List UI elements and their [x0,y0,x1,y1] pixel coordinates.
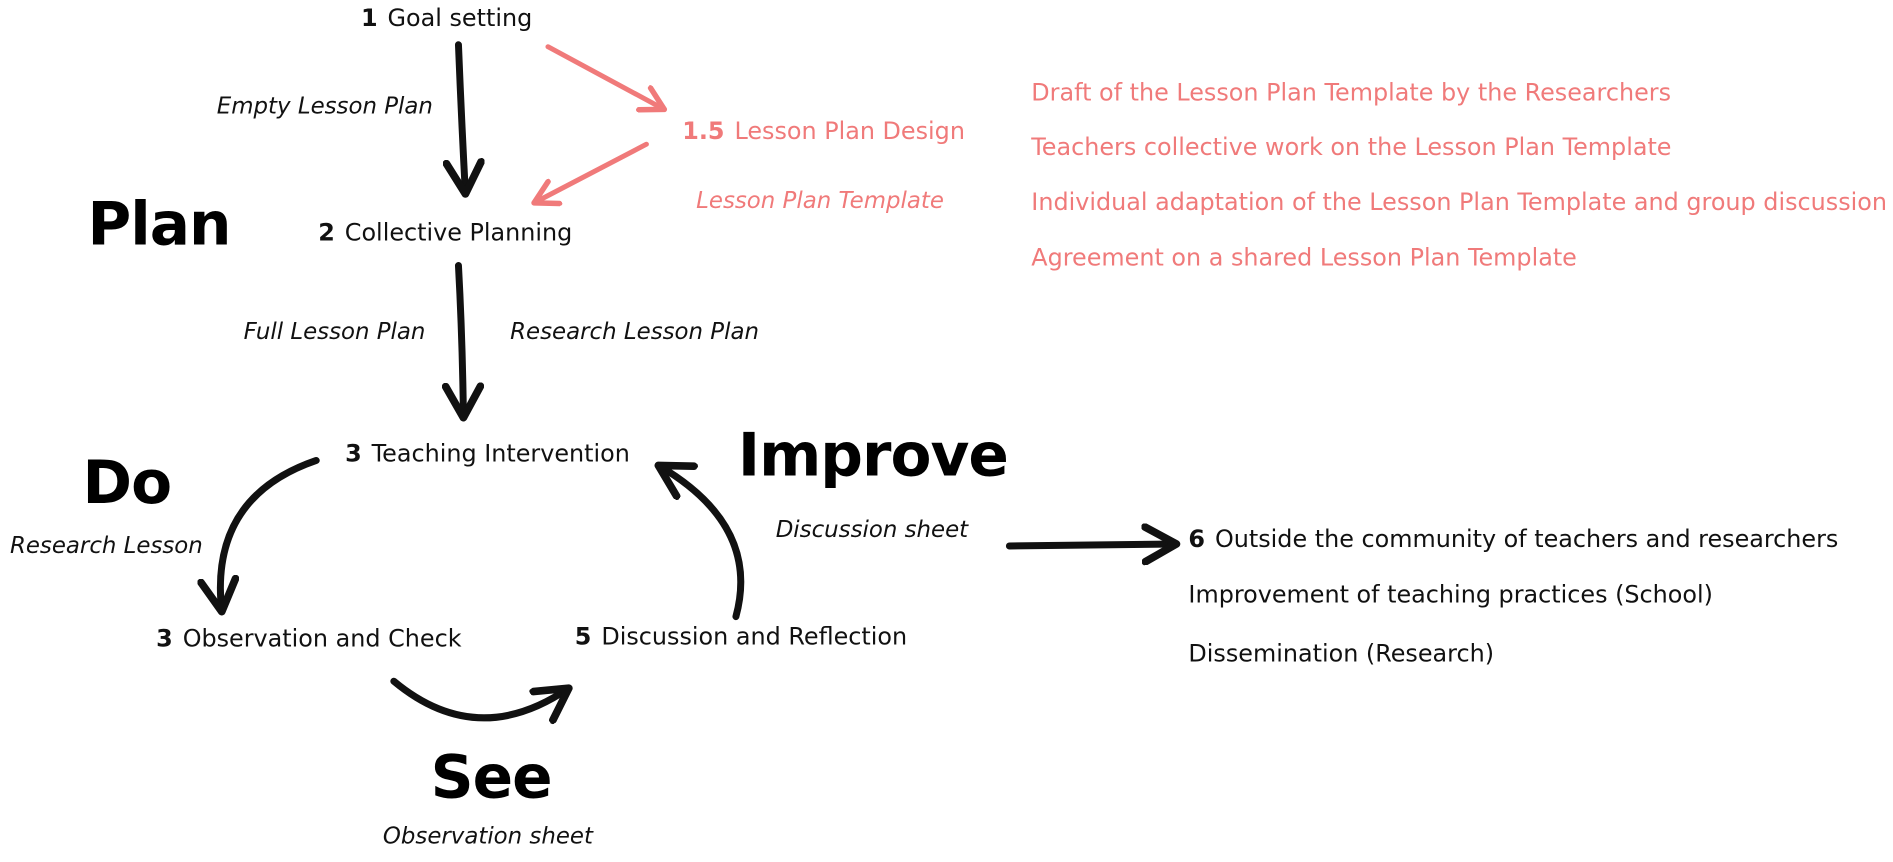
outcome-item: Dissemination (Research) [1188,639,1495,668]
phase-improve: Improve [737,420,1009,491]
label-observation-sheet: Observation sheet [382,823,593,850]
arrow-discussion-to-teaching [658,465,745,621]
label-research-lesson: Research Lesson [9,533,203,559]
outcome-item: Improvement of teaching practices (Schoo… [1188,580,1713,609]
label-full-lesson-plan: Full Lesson Plan [243,319,426,346]
design-step: Individual adaptation of the Lesson Plan… [1031,187,1887,216]
arrow-observation-to-discussion [390,677,569,718]
node-outside-community: 6 Outside the community of teachers and r… [1188,527,1838,551]
label-lesson-plan-template: Lesson Plan Template [696,187,944,214]
node-goal-setting: 1 Goal setting [361,6,532,30]
node-title: Goal setting [387,3,533,32]
design-step: Draft of the Lesson Plan Template by the… [1031,78,1672,107]
node-collective-planning: 2 Collective Planning [318,221,572,245]
design-step: Teachers collective work on the Lesson P… [1031,133,1672,162]
label-research-lesson-plan: Research Lesson Plan [510,319,759,346]
arrow-goal-to-design [545,44,664,110]
node-title: Discussion and Reflection [601,622,908,651]
node-title: Collective Planning [344,218,573,247]
arrow-teaching-to-observation [220,456,320,611]
label-discussion-sheet: Discussion sheet [775,517,969,543]
phase-plan: Plan [87,189,232,260]
node-observation-and-check: 3 Observation and Check [156,627,461,651]
arrow-planning-to-teaching [458,262,463,418]
design-step: Agreement on a shared Lesson Plan Templa… [1031,243,1577,272]
node-number: 5 [574,622,592,651]
node-number: 6 [1188,525,1206,553]
node-number: 1.5 [682,117,725,146]
node-number: 1 [360,3,378,32]
label-empty-lesson-plan: Empty Lesson Plan [216,93,433,120]
node-number: 3 [156,624,173,653]
node-discussion-and-reflection: 5 Discussion and Reflection [575,625,907,649]
node-title: Observation and Check [182,624,462,653]
node-title: Lesson Plan Design [734,117,965,146]
phase-do: Do [82,448,173,519]
node-teaching-intervention: 3 Teaching Intervention [345,442,630,466]
node-title: Outside the community of teachers and re… [1214,525,1839,553]
phase-see: See [430,742,553,813]
node-number: 2 [318,218,335,247]
arrow-design-to-planning [534,141,649,203]
node-number: 3 [345,439,362,468]
arrow-goal-to-planning [458,41,465,194]
arrow-discussion-to-outside [1005,544,1176,546]
node-lesson-plan-design: 1.5 Lesson Plan Design [682,119,965,143]
node-title: Teaching Intervention [371,439,630,468]
